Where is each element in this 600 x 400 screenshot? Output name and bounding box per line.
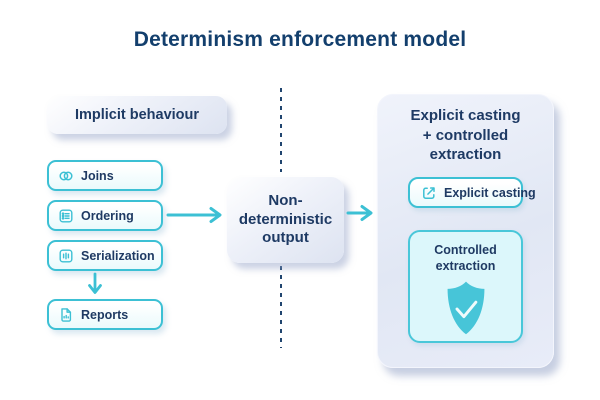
- boundary-dashed-line-bottom: [280, 266, 282, 348]
- output-line: deterministic: [238, 210, 333, 228]
- reports-icon: [58, 307, 74, 323]
- output-line: output: [262, 229, 309, 247]
- node-serialization: Serialization: [47, 240, 163, 271]
- implicit-behaviour-header: Implicit behaviour: [47, 96, 227, 134]
- ordering-icon: [58, 208, 74, 224]
- output-line: Non-: [268, 191, 303, 209]
- arrow-output-to-explicit: [346, 204, 378, 222]
- node-label: Ordering: [81, 208, 134, 223]
- node-explicit-casting: Explicit casting: [408, 177, 536, 208]
- node-reports: Reports: [47, 299, 163, 330]
- node-label: Explicit casting: [444, 185, 536, 200]
- node-label: Serialization: [81, 248, 155, 263]
- panel-title-line: extraction: [429, 146, 502, 163]
- joins-icon: [58, 168, 74, 184]
- node-label: Reports: [81, 307, 129, 322]
- node-ordering: Ordering: [47, 200, 163, 231]
- panel-title: Explicit casting + controlled extraction: [378, 106, 553, 165]
- node-non-deterministic-output: Non- deterministic output: [227, 177, 344, 263]
- node-label: Controlled extraction: [434, 243, 497, 274]
- shield-check-icon: [438, 279, 494, 339]
- boundary-dashed-line-top: [280, 88, 282, 172]
- panel-title-line: Explicit casting: [410, 107, 521, 124]
- serialization-icon: [58, 248, 74, 264]
- panel-title-line: + controlled: [422, 126, 509, 144]
- node-joins: Joins: [47, 160, 163, 191]
- cast-out-icon: [421, 185, 437, 201]
- page-title: Determinism enforcement model: [133, 28, 467, 51]
- node-label: Joins: [81, 168, 114, 183]
- arrow-implicit-to-output: [166, 206, 228, 224]
- arrow-serialization-to-reports: [86, 272, 104, 297]
- node-controlled-extraction: Controlled extraction: [408, 230, 523, 343]
